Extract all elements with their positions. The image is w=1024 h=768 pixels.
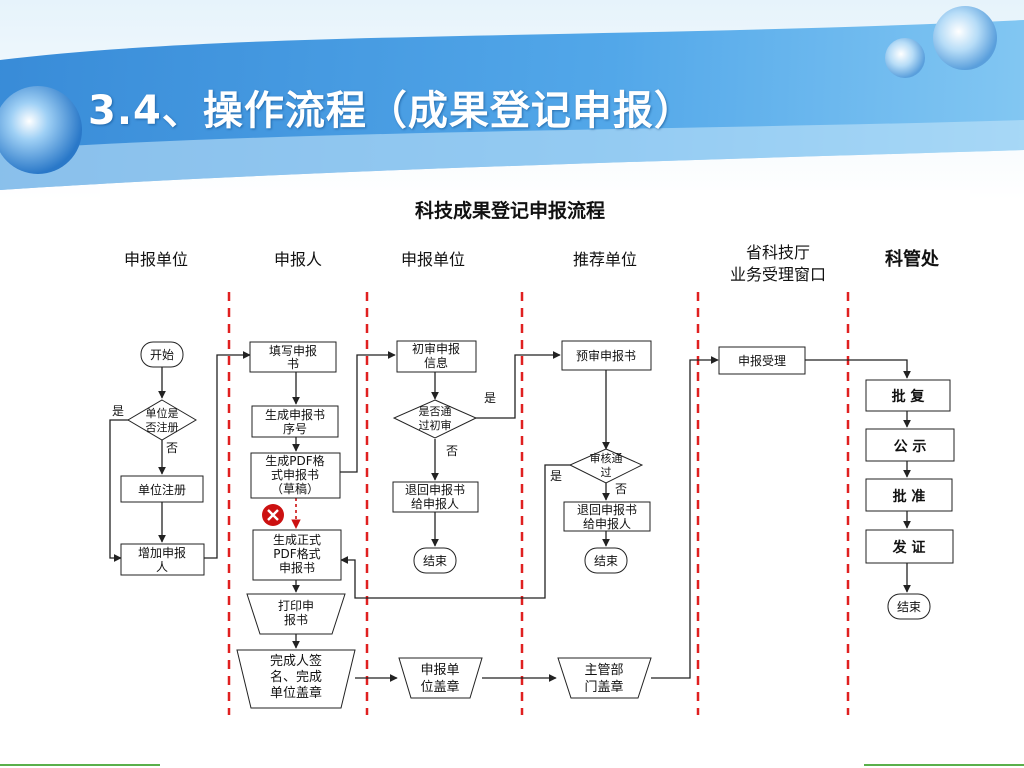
node-label: 报书 <box>284 612 308 627</box>
decision-label: 审核通 <box>590 451 623 465</box>
node-label: 打印申 <box>278 599 314 613</box>
node-label: 生成申报书 <box>265 407 325 422</box>
node-label: 单位盖章 <box>270 685 322 701</box>
node-label: 给申报人 <box>583 516 631 531</box>
node-label: 申报书 <box>279 560 315 575</box>
end-node-2 <box>584 547 628 574</box>
node-label: 序号 <box>283 421 307 436</box>
node-label: 填写申报 <box>269 343 317 358</box>
process-issue-cert <box>865 529 954 564</box>
lane-header-window-l2: 业务受理窗口 <box>730 265 826 284</box>
process-gen-serial <box>251 405 339 438</box>
process-initial-review-info <box>396 340 477 373</box>
process-unit-register <box>120 475 204 503</box>
process-pre-review <box>561 340 652 371</box>
node-label: 位盖章 <box>420 679 459 695</box>
manual-dept-seal <box>557 657 652 699</box>
end-label: 结束 <box>594 554 618 568</box>
end-node-1 <box>413 547 457 574</box>
decision-review-pass <box>568 448 644 484</box>
node-label: 公 示 <box>894 439 927 455</box>
node-label: 发 证 <box>892 539 926 556</box>
start-label: 开始 <box>150 348 174 362</box>
edge-label-no: 否 <box>446 444 458 458</box>
error-icon <box>262 504 284 526</box>
node-label: （草稿） <box>271 481 319 496</box>
node-label: 生成正式 <box>273 533 321 547</box>
node-label: 申报单 <box>420 663 459 678</box>
process-accept <box>718 346 806 375</box>
node-label: PDF格式 <box>273 546 320 561</box>
decision-pass-initial <box>392 399 478 439</box>
decision-label: 过 <box>601 466 612 479</box>
decor-orb-left <box>0 86 82 174</box>
decision-is-registered <box>127 399 197 441</box>
decor-orb-right <box>933 6 997 70</box>
lane-header-applicant-unit-2: 申报单位 <box>401 250 465 269</box>
node-label: 增加申报 <box>138 545 186 560</box>
node-label: 名、完成 <box>270 669 322 685</box>
decor-orb-small <box>885 38 925 78</box>
process-return-applicant-1 <box>392 481 479 513</box>
node-label: 退回申报书 <box>405 482 465 497</box>
edge-label-yes: 是 <box>484 391 496 405</box>
node-label: 信息 <box>424 355 448 370</box>
edge-label-yes: 是 <box>112 404 124 418</box>
lane-header-window-l1: 省科技厅 <box>746 243 810 262</box>
lane-header-applicant-unit: 申报单位 <box>124 250 188 269</box>
node-label: 式申报书 <box>271 467 319 482</box>
end-node-3 <box>887 593 931 620</box>
process-approve <box>865 379 951 412</box>
process-publicize <box>865 428 955 462</box>
node-label: 给申报人 <box>411 496 459 511</box>
process-return-applicant-2 <box>563 501 651 532</box>
footer-rule-left <box>0 764 160 766</box>
decision-label: 过初审 <box>419 418 452 432</box>
process-ratify <box>865 478 953 512</box>
decision-label: 是否通 <box>419 405 452 418</box>
node-label: 门盖章 <box>584 679 623 695</box>
lane-header-admin: 科管处 <box>885 248 940 270</box>
node-label: 生成PDF格 <box>265 453 324 468</box>
lane-header-applicant: 申报人 <box>274 250 322 269</box>
node-label: 预审申报书 <box>576 348 636 363</box>
lane-header-recommend-unit: 推荐单位 <box>573 250 637 269</box>
node-label: 退回申报书 <box>577 502 637 517</box>
edge-label-no: 否 <box>166 441 178 455</box>
node-label: 主管部 <box>584 663 623 678</box>
manual-sign-seal <box>236 649 356 709</box>
manual-unit-seal <box>398 657 483 699</box>
node-label: 批 复 <box>892 388 926 405</box>
end-label: 结束 <box>423 554 447 568</box>
process-add-applicant <box>120 543 205 576</box>
node-label: 批 准 <box>893 488 926 505</box>
start-node <box>140 341 184 368</box>
node-label: 申报受理 <box>738 353 786 368</box>
edge-label-yes: 是 <box>550 469 562 483</box>
diagram-title: 科技成果登记申报流程 <box>415 199 605 222</box>
end-label: 结束 <box>897 600 921 614</box>
node-label: 书 <box>287 357 299 371</box>
process-gen-pdf-draft <box>250 452 341 499</box>
footer-rule-right <box>864 764 1024 766</box>
process-gen-pdf-final <box>252 529 342 581</box>
node-label: 初审申报 <box>412 341 460 356</box>
header-banner <box>0 0 1024 200</box>
slide-title: 3.4、操作流程（成果登记申报） <box>88 88 695 134</box>
node-label: 人 <box>156 560 168 574</box>
decision-label: 否注册 <box>146 420 179 434</box>
edge-label-no: 否 <box>615 482 627 496</box>
node-label: 单位注册 <box>138 482 186 497</box>
diagram-panel <box>100 190 970 720</box>
decision-label: 单位是 <box>146 406 179 420</box>
process-fill-form <box>249 341 337 373</box>
manual-print-form <box>246 593 346 635</box>
node-label: 完成人签 <box>270 653 322 669</box>
